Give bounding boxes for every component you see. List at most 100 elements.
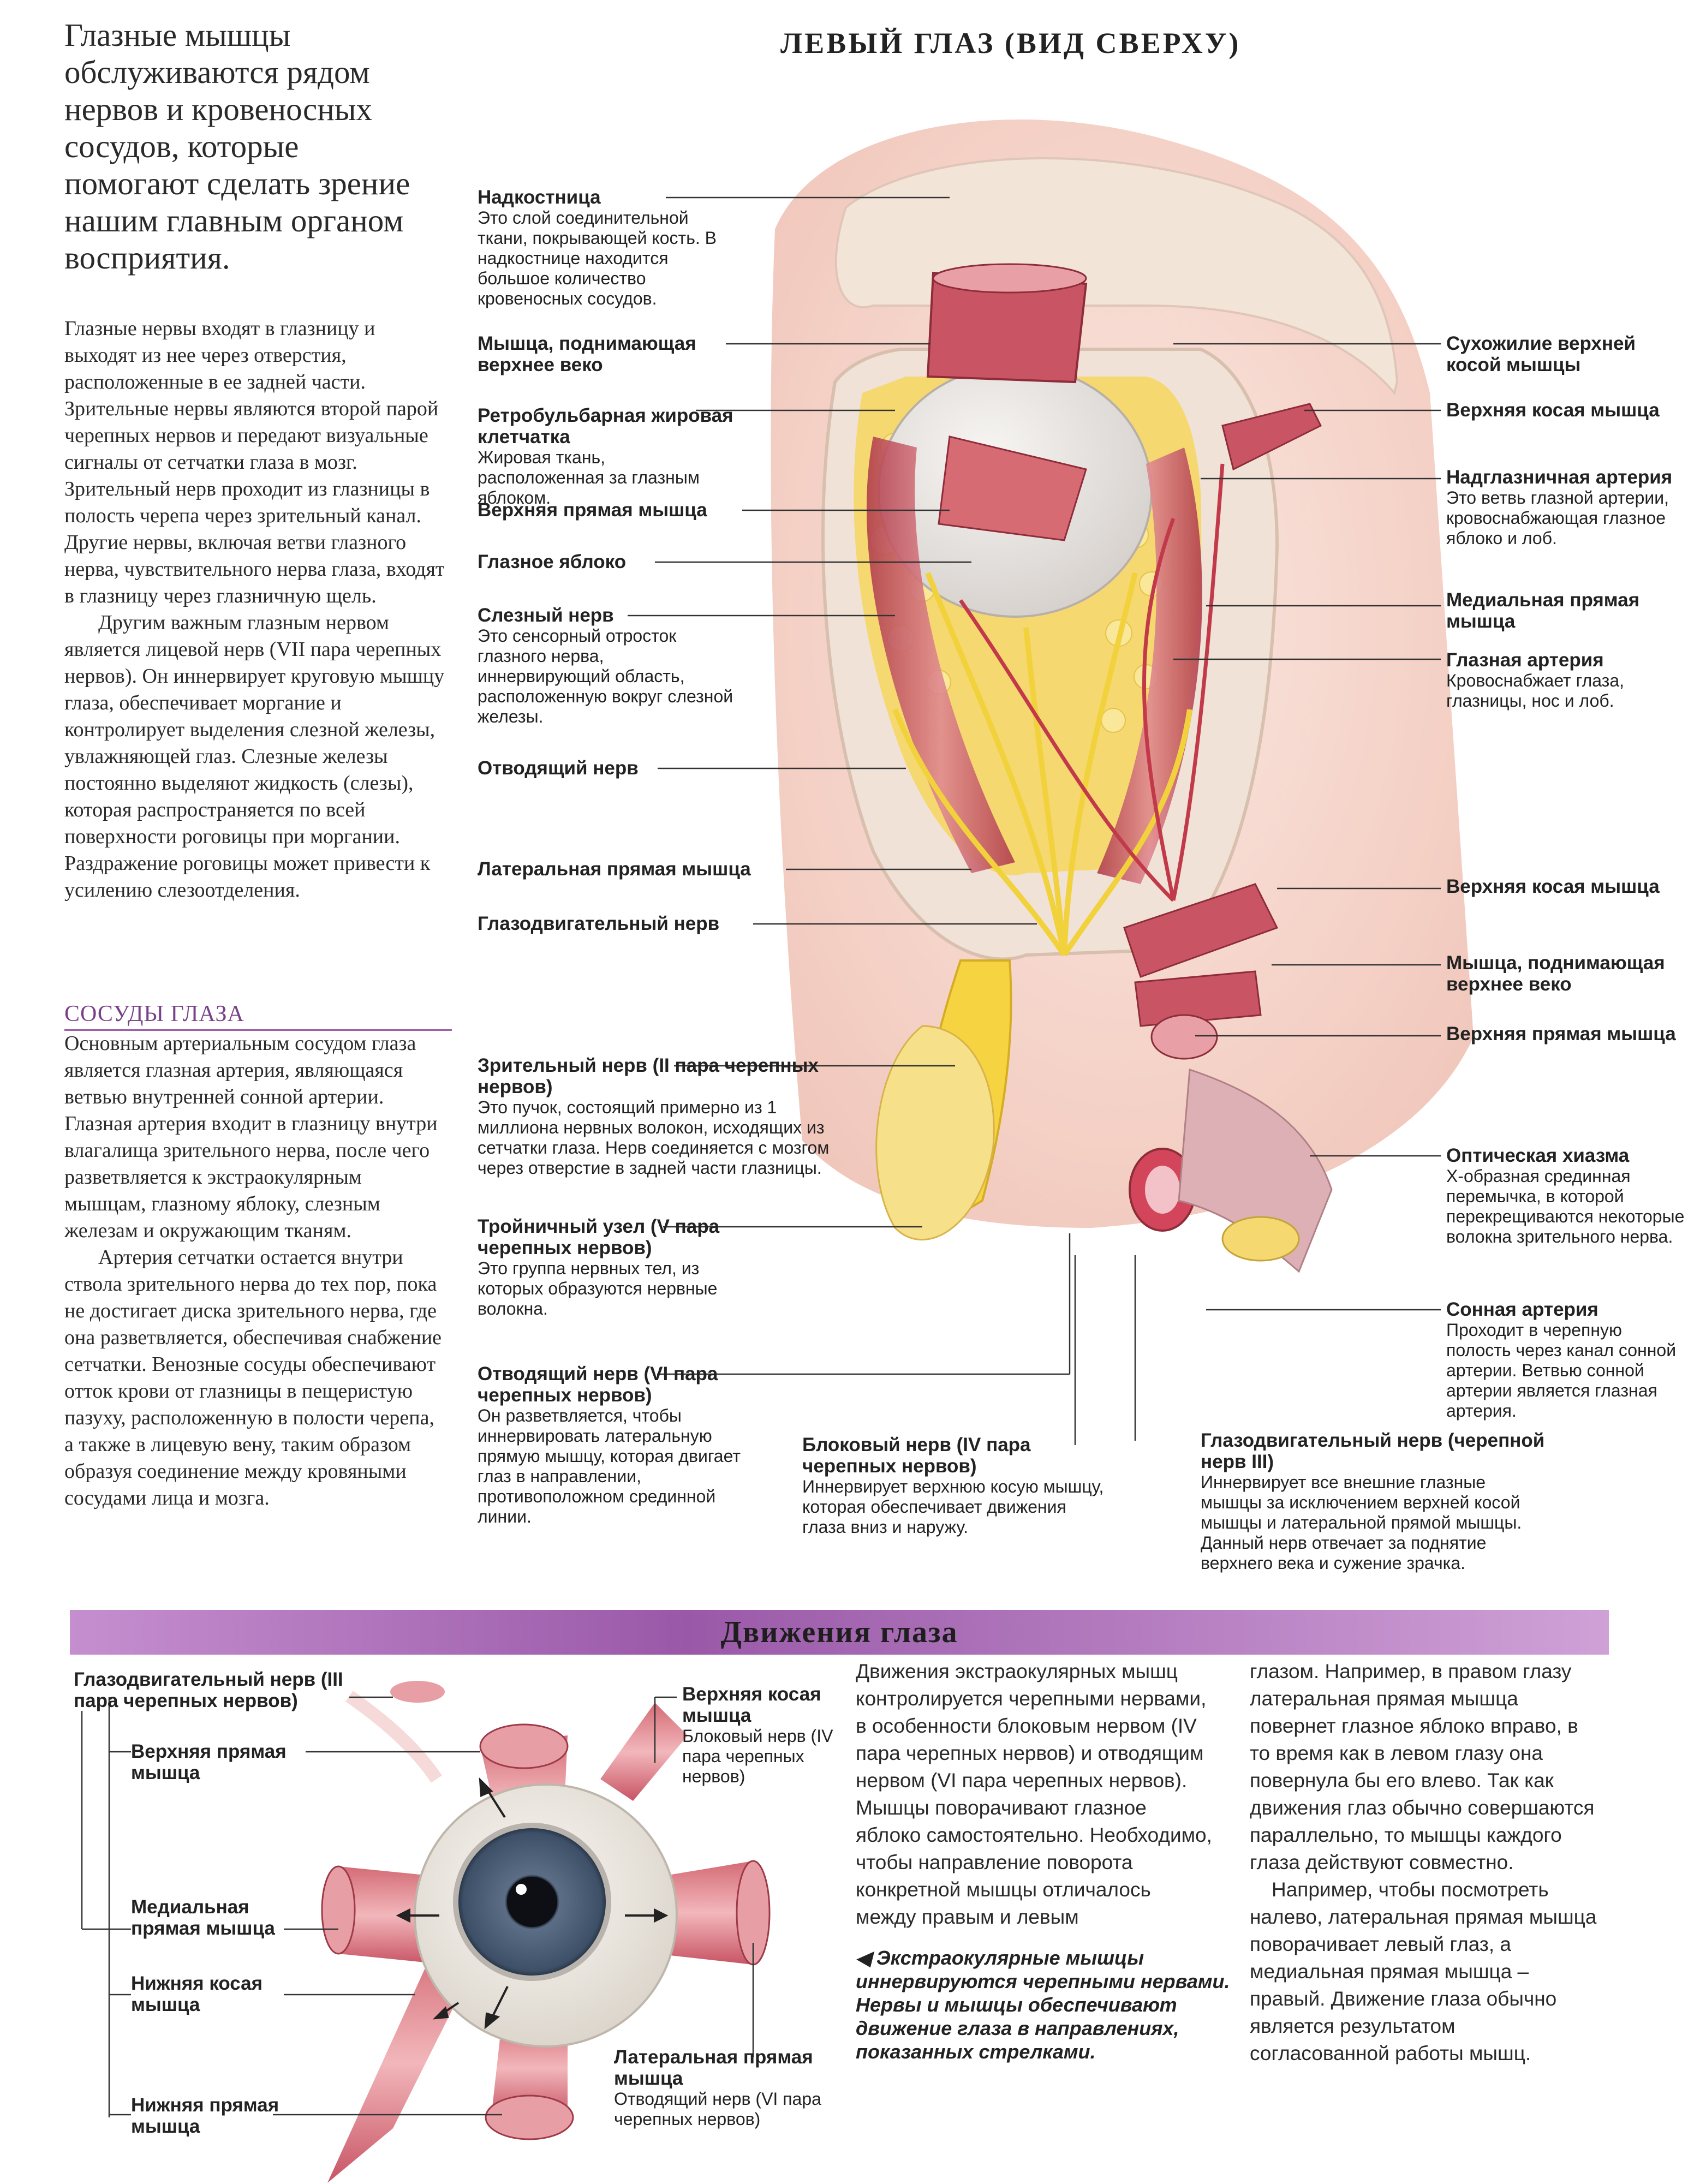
label-title: Верхняя косая мышца bbox=[1446, 399, 1660, 421]
label-optic-chiasm: Оптическая хиазма Х-образная срединная п… bbox=[1446, 1145, 1689, 1247]
eye-movement-banner: Движения глаза bbox=[70, 1610, 1609, 1655]
artery-branches bbox=[959, 463, 1225, 902]
label-desc: Проходит в черепную полость через канал … bbox=[1446, 1320, 1677, 1421]
trigeminal-ganglion bbox=[875, 1025, 995, 1240]
label-title: Медиальная прямая мышца bbox=[1446, 589, 1640, 632]
mlabel-oculomotor: Глазодвигательный нерв (III пара черепны… bbox=[74, 1669, 379, 1711]
mlabel-superior-oblique: Верхняя косая мышца Блоковый нерв (IV па… bbox=[682, 1684, 846, 1787]
label-title: Отводящий нерв (VI пара черепных нервов) bbox=[478, 1363, 718, 1406]
eye-movement-title: Движения глаза bbox=[720, 1615, 958, 1649]
intro-text: Глазные мышцы обслуживаются рядом нервов… bbox=[64, 17, 410, 276]
label-title: Верхняя косая мышца bbox=[682, 1684, 821, 1726]
figure-title: ЛЕВЫЙ ГЛАЗ (ВИД СВЕРХУ) bbox=[780, 27, 1241, 59]
label-oculomotor-nerve: Глазодвигательный нерв bbox=[478, 913, 750, 934]
label-abducens-nerve-vi: Отводящий нерв (VI пара черепных нервов)… bbox=[478, 1363, 761, 1527]
label-title: Глазодвигательный нерв (III пара черепны… bbox=[74, 1669, 343, 1711]
label-abducens-nerve: Отводящий нерв bbox=[478, 757, 696, 779]
label-lateral-rectus: Латеральная прямая мышца bbox=[478, 858, 783, 880]
label-title: Верхняя косая мышца bbox=[1446, 876, 1660, 897]
label-medial-rectus: Медиальная прямая мышца bbox=[1446, 589, 1686, 632]
label-title: Верхняя прямая мышца bbox=[478, 499, 707, 521]
superior-rectus-muscle bbox=[938, 435, 1087, 541]
optic-chiasm bbox=[1178, 1068, 1333, 1273]
mlabel-inferior-rectus: Нижняя прямая мышца bbox=[131, 2095, 284, 2137]
oculomotor-nerve-cut bbox=[390, 1681, 445, 1703]
vessels-paragraph: Артерия сетчатки остается внутри ствола … bbox=[64, 1246, 442, 1509]
body-text: Глазные нервы входят в глазницу и выходя… bbox=[64, 315, 446, 904]
medial-rectus-muscle bbox=[338, 1866, 448, 1965]
label-optic-nerve: Зрительный нерв (II пара черепных нервов… bbox=[478, 1055, 832, 1178]
inferior-rectus-cut bbox=[485, 2095, 574, 2140]
label-title: Отводящий нерв bbox=[478, 757, 639, 779]
label-desc: Отводящий нерв (VI пара черепных нервов) bbox=[614, 2089, 821, 2129]
lateral-rectus-muscle bbox=[867, 437, 1015, 873]
label-periosteum: Надкостница Это слой соединительной ткан… bbox=[478, 187, 734, 309]
superior-oblique-muscle bbox=[600, 1703, 688, 1801]
label-title: Блоковый нерв (IV пара черепных нервов) bbox=[802, 1434, 1031, 1477]
label-desc: Это группа нервных тел, из которых образ… bbox=[478, 1258, 718, 1318]
label-trochlear-nerve: Блоковый нерв (IV пара черепных нервов) … bbox=[802, 1434, 1108, 1537]
movement-paragraph: глазом. Например, в правом глазу латерал… bbox=[1250, 1660, 1595, 1873]
label-title: Надкостница bbox=[478, 187, 601, 208]
movement-text-col1: Движения экстраокулярных мышц контролиру… bbox=[856, 1658, 1216, 1931]
label-title: Тройничный узел (V пара черепных нервов) bbox=[478, 1216, 720, 1258]
label-levator: Мышца, поднимающая верхнее веко bbox=[478, 333, 734, 375]
label-title: Латеральная прямая мышца bbox=[614, 2046, 813, 2089]
label-desc: Он разветвляется, чтобы иннервировать ла… bbox=[478, 1406, 741, 1526]
eye-top-view-illustration bbox=[628, 119, 1474, 1445]
inferior-oblique-muscle bbox=[327, 1943, 469, 2183]
label-title: Глазодвигательный нерв (черепной нерв II… bbox=[1201, 1430, 1545, 1472]
label-title: Верхняя прямая мышца bbox=[131, 1741, 287, 1783]
label-title: Нижняя прямая мышца bbox=[131, 2095, 279, 2137]
movement-text-col2: глазом. Например, в правом глазу латерал… bbox=[1250, 1658, 1599, 2067]
mlabel-lateral-rectus: Латеральная прямая мышца Отводящий нерв … bbox=[614, 2046, 849, 2129]
vessels-heading: СОСУДЫ ГЛАЗА bbox=[64, 999, 452, 1031]
superior-rectus-cut bbox=[479, 1723, 569, 1769]
orbital-roof-bone bbox=[834, 157, 1399, 396]
mlabel-inferior-oblique: Нижняя косая мышца bbox=[131, 1973, 284, 2015]
label-title: Верхняя прямая мышца bbox=[1446, 1023, 1676, 1045]
label-desc: Кровоснабжает глаза, глазницы, нос и лоб… bbox=[1446, 671, 1625, 711]
carotid-lumen bbox=[1145, 1166, 1180, 1214]
label-title: Глазная артерия bbox=[1446, 649, 1604, 671]
label-title: Мышца, поднимающая верхнее веко bbox=[1446, 952, 1665, 995]
label-levator-2: Мышца, поднимающая верхнее веко bbox=[1446, 952, 1689, 995]
leader-lines-left bbox=[628, 196, 1136, 1445]
label-superior-oblique: Верхняя косая мышца bbox=[1446, 399, 1686, 421]
label-title: Медиальная прямая мышца bbox=[131, 1896, 275, 1939]
label-eyeball: Глазное яблоко bbox=[478, 551, 696, 572]
label-supraorbital-artery: Надглазничная артерия Это ветвь глазной … bbox=[1446, 467, 1689, 548]
body-paragraph: Глазные нервы входят в глазницу и выходя… bbox=[64, 317, 445, 607]
inferior-rectus-muscle bbox=[491, 2019, 568, 2117]
label-title: Зрительный нерв (II пара черепных нервов… bbox=[478, 1055, 819, 1097]
label-desc: Это ветвь глазной артерии, кровоснабжающ… bbox=[1446, 488, 1669, 548]
pupil bbox=[507, 1877, 557, 1927]
superior-oblique-tendon bbox=[1221, 403, 1322, 471]
lateral-rectus-cut bbox=[736, 1860, 771, 1966]
vessels-text: Основным артериальным сосудом глаза явля… bbox=[64, 1030, 446, 1512]
label-desc: Жировая ткань, расположенная за глазным … bbox=[478, 447, 700, 508]
label-title: Надглазничная артерия bbox=[1446, 467, 1673, 488]
label-title: Глазное яблоко bbox=[478, 551, 627, 572]
sclera bbox=[414, 1783, 678, 2048]
leader-lines-right bbox=[1173, 343, 1441, 1311]
label-title: Мышца, поднимающая верхнее веко bbox=[478, 333, 696, 375]
label-superior-oblique-tendon: Сухожилие верхней косой мышцы bbox=[1446, 333, 1686, 375]
mlabel-superior-rectus: Верхняя прямая мышца bbox=[131, 1741, 311, 1783]
label-trigeminal-ganglion: Тройничный узел (V пара черепных нервов)… bbox=[478, 1216, 761, 1319]
pupil-highlight bbox=[516, 1884, 527, 1895]
label-desc: Это сенсорный отросток глазного нерва, и… bbox=[478, 626, 733, 726]
lateral-rectus-muscle bbox=[655, 1861, 753, 1965]
superior-rectus-muscle bbox=[480, 1735, 568, 1866]
label-title: Сухожилие верхней косой мышцы bbox=[1446, 333, 1636, 375]
label-title: Латеральная прямая мышца bbox=[478, 858, 751, 880]
label-retrobulbar-fat: Ретробульбарная жировая клетчатка Жирова… bbox=[478, 405, 734, 508]
levator-muscle-cut-face bbox=[932, 263, 1087, 294]
vessels-paragraph: Основным артериальным сосудом глаза явля… bbox=[64, 1032, 438, 1242]
label-carotid-artery: Сонная артерия Проходит в черепную полос… bbox=[1446, 1299, 1689, 1421]
label-oculomotor-nerve-iii: Глазодвигательный нерв (черепной нерв II… bbox=[1201, 1430, 1550, 1573]
medial-rectus-cut bbox=[321, 1865, 356, 1955]
label-title: Ретробульбарная жировая клетчатка bbox=[478, 405, 733, 447]
movement-paragraph: Движения экстраокулярных мышц контролиру… bbox=[856, 1660, 1212, 1928]
